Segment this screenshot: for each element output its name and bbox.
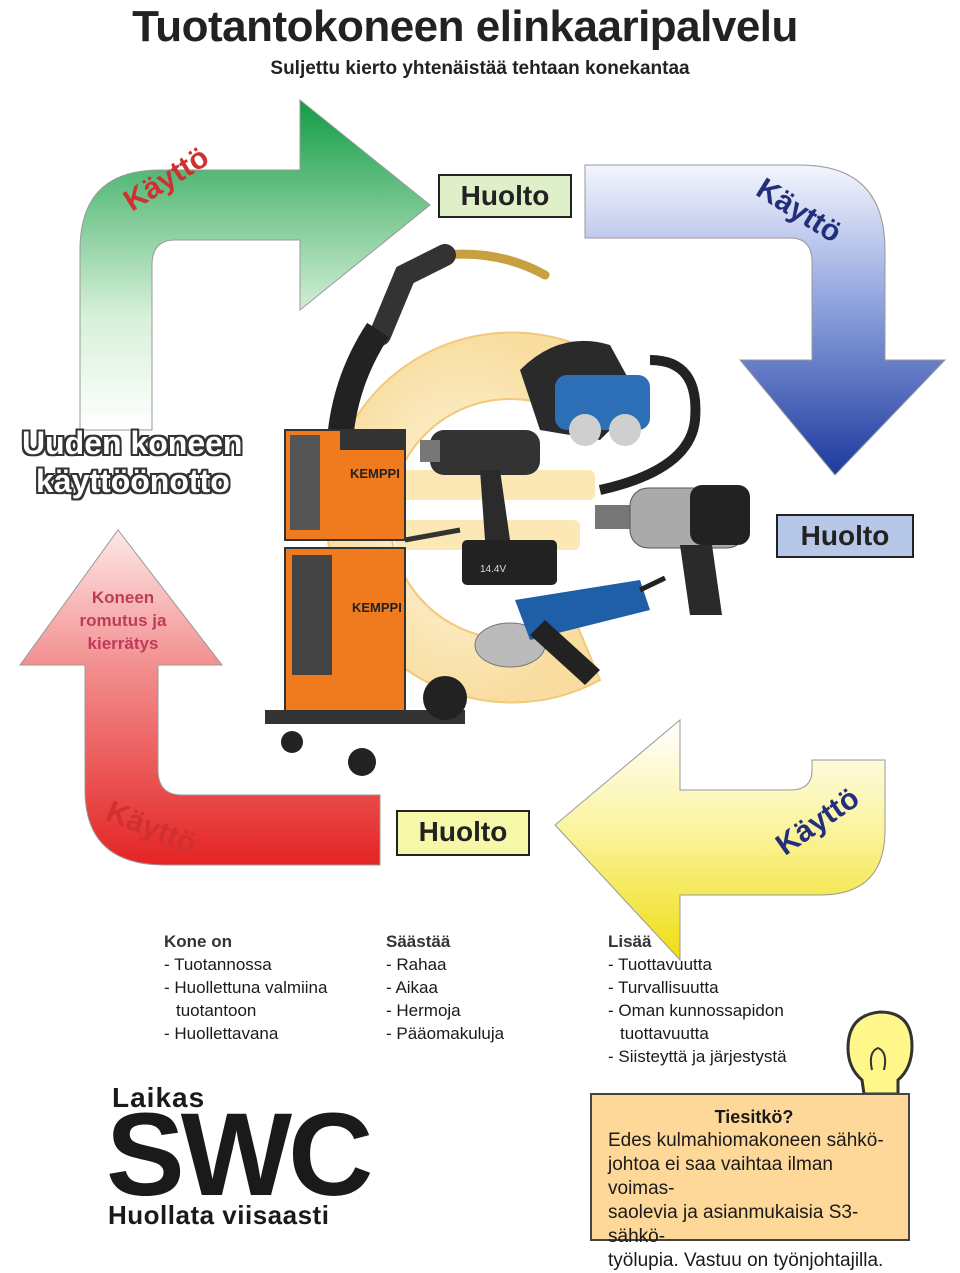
- page-title: Tuotantokoneen elinkaaripalvelu: [132, 2, 798, 51]
- scrapping-label: Koneen romutus ja kierrätys: [58, 586, 188, 655]
- list-item: - Pääomakuluja: [386, 1024, 505, 1043]
- list-item: tuotantoon: [176, 1001, 257, 1020]
- commissioning-line-2: käyttöönotto: [36, 463, 230, 499]
- cordless-drill: 14.4V: [420, 430, 557, 585]
- arrow-yellow: [554, 718, 886, 962]
- svg-text:14.4V: 14.4V: [480, 564, 506, 575]
- welder-power-source: KEMPPI: [265, 527, 467, 776]
- commissioning-line-1: Uuden koneen: [22, 425, 243, 461]
- commissioning-label: Uuden koneen käyttöönotto: [22, 424, 242, 500]
- column-heading: Lisää: [608, 932, 652, 951]
- dust-extraction-unit: [520, 340, 701, 495]
- huolto-label-bottom: Huolto: [396, 810, 530, 856]
- tip-box: Tiesitkö? Edes kulmahiomakoneen sähkö- j…: [590, 1093, 910, 1271]
- column-saastaa: Säästää - Rahaa - Aikaa - Hermoja - Pääo…: [386, 930, 504, 1045]
- list-item: - Huollettavana: [164, 1024, 279, 1043]
- arrow-red: [19, 529, 381, 866]
- arrow-blue: [584, 164, 947, 476]
- impact-wrench: [595, 485, 750, 615]
- column-heading: Säästää: [386, 932, 451, 951]
- scrapping-line-3: kierrätys: [87, 634, 159, 653]
- column-heading: Kone on: [164, 932, 232, 951]
- welder-wire-feeder: KEMPPI: [284, 429, 406, 541]
- arrow-green: [79, 98, 431, 431]
- list-item: - Oman kunnossapidon: [608, 1001, 784, 1020]
- list-item: - Tuottavuutta: [608, 955, 712, 974]
- list-item: - Hermoja: [386, 1001, 461, 1020]
- tip-line: johtoa ei saa vaihtaa ilman voimas-: [608, 1154, 833, 1199]
- page-subtitle: Suljettu kierto yhtenäistää tehtaan kone…: [270, 58, 690, 79]
- list-item: - Aikaa: [386, 978, 438, 997]
- cycle-graphic: KEMPPI KEMPPI 14.4V: [19, 98, 947, 1113]
- huolto-label-right: Huolto: [776, 514, 914, 558]
- welding-torch: [327, 244, 550, 442]
- list-item: - Rahaa: [386, 955, 447, 974]
- column-lisaa: Lisää - Tuottavuutta - Turvallisuutta - …: [608, 930, 787, 1068]
- scrapping-line-1: Koneen: [91, 588, 155, 607]
- tip-heading: Tiesitkö?: [714, 1107, 794, 1127]
- tip-line: työlupia. Vastuu on työnjohtajilla.: [608, 1250, 884, 1271]
- svg-text:KEMPPI: KEMPPI: [350, 466, 400, 481]
- svg-text:KEMPPI: KEMPPI: [352, 600, 402, 615]
- logo-main-text: SWC: [106, 1089, 373, 1221]
- logo-tagline: Huollata viisaasti: [108, 1200, 330, 1230]
- angle-grinder: [474, 575, 667, 685]
- logo-top-text: Laikas: [112, 1082, 206, 1113]
- list-item: tuottavuutta: [620, 1024, 709, 1043]
- column-kone-on: Kone on - Tuotannossa - Huollettuna valm…: [164, 930, 327, 1045]
- huolto-label-top: Huolto: [438, 174, 572, 218]
- list-item: - Siisteyttä ja järjestystä: [608, 1047, 787, 1066]
- list-item: - Turvallisuutta: [608, 978, 719, 997]
- list-item: - Tuotannossa: [164, 955, 272, 974]
- list-item: - Huollettuna valmiina: [164, 978, 328, 997]
- tip-line: Edes kulmahiomakoneen sähkö-: [608, 1130, 884, 1151]
- scrapping-line-2: romutus ja: [79, 611, 167, 630]
